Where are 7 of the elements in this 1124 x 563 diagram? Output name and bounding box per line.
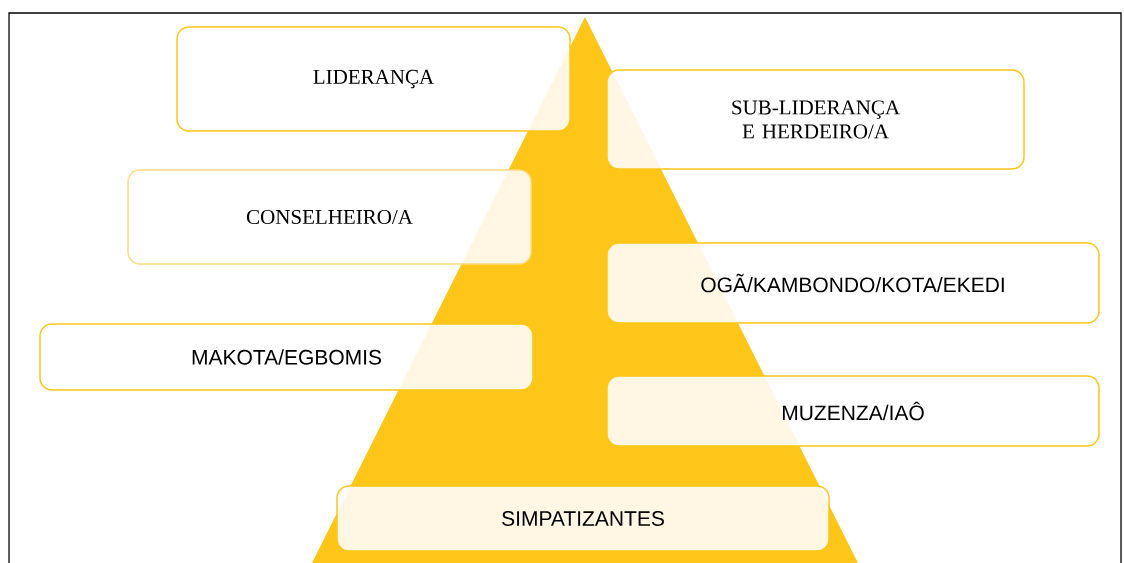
rank-box: MAKOTA/EGBOMIS <box>39 323 534 391</box>
rank-box: LIDERANÇA <box>176 26 571 132</box>
rank-box: SIMPATIZANTES <box>336 485 830 552</box>
rank-box: SUB-LIDERANÇA E HERDEIRO/A <box>606 69 1025 170</box>
rank-box: CONSELHEIRO/A <box>127 169 532 265</box>
rank-box: OGÃ/KAMBONDO/KOTA/EKEDI <box>606 242 1100 324</box>
rank-box: MUZENZA/IAÔ <box>606 375 1100 447</box>
